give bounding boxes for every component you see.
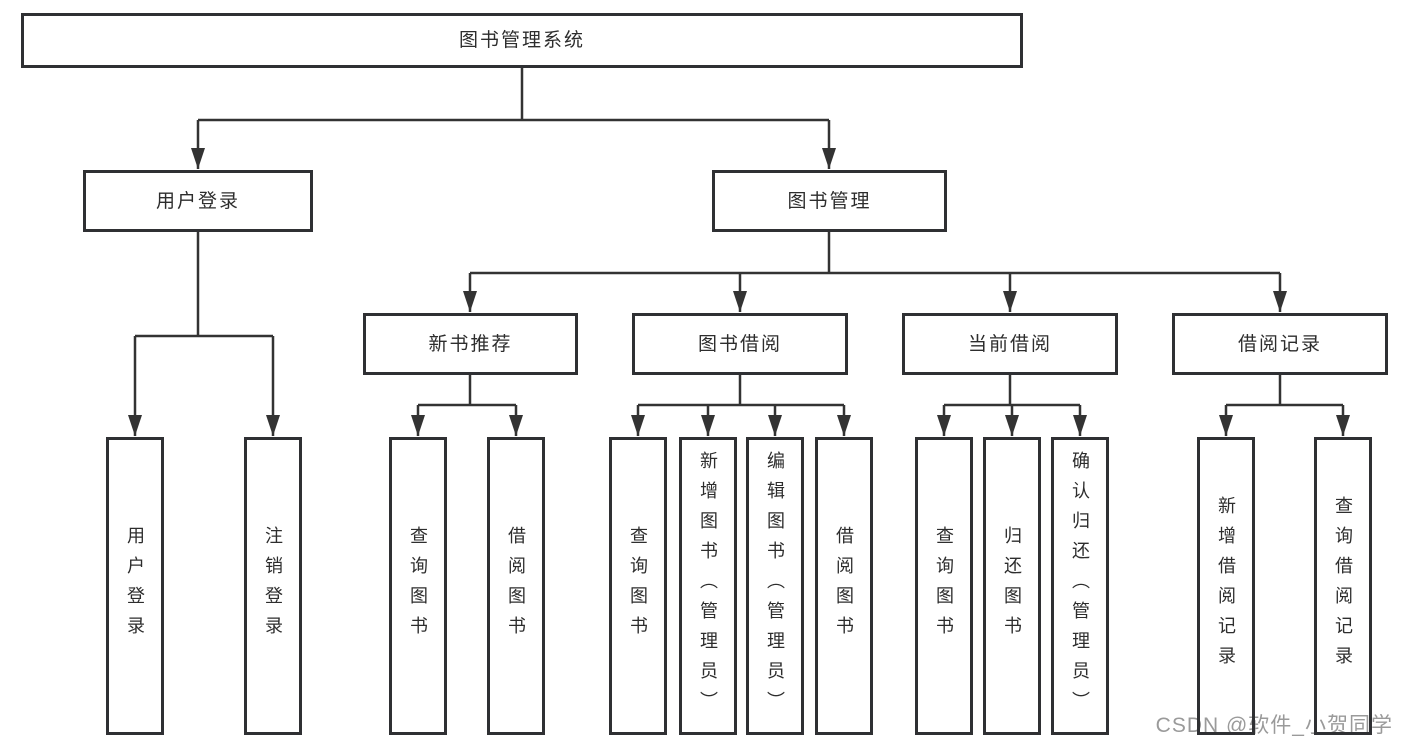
leaf-query-borrow-record-label: 查询借阅记录	[1333, 496, 1353, 676]
node-root-library-system: 图书管理系统	[21, 13, 1023, 68]
leaf-return-book-label: 归还图书	[1002, 526, 1022, 646]
leaf-confirm-return-admin: 确认归还（管理员）	[1051, 437, 1109, 735]
leaf-query-books-recommend: 查询图书	[389, 437, 447, 735]
leaf-borrow-books-recommend-label: 借阅图书	[506, 526, 526, 646]
leaf-logout: 注销登录	[244, 437, 302, 735]
node-user-login: 用户登录	[83, 170, 313, 232]
node-current-borrow: 当前借阅	[902, 313, 1118, 375]
leaf-query-books-borrow-label: 查询图书	[628, 526, 648, 646]
node-root-label: 图书管理系统	[458, 30, 585, 51]
node-borrow-records: 借阅记录	[1172, 313, 1388, 375]
node-user-login-label: 用户登录	[155, 190, 240, 212]
node-book-borrow-label: 图书借阅	[697, 333, 782, 355]
leaf-return-book: 归还图书	[983, 437, 1041, 735]
node-book-management-label: 图书管理	[787, 190, 872, 212]
leaf-add-book-admin: 新增图书（管理员）	[679, 437, 737, 735]
node-new-book-recommend-label: 新书推荐	[428, 333, 513, 355]
leaf-query-books-recommend-label: 查询图书	[408, 526, 428, 646]
leaf-edit-book-admin: 编辑图书（管理员）	[746, 437, 804, 735]
node-new-book-recommend: 新书推荐	[363, 313, 578, 375]
leaf-add-borrow-record-label: 新增借阅记录	[1216, 496, 1236, 676]
node-book-borrow: 图书借阅	[632, 313, 848, 375]
leaf-query-books-borrow: 查询图书	[609, 437, 667, 735]
leaf-query-books-current-label: 查询图书	[934, 526, 954, 646]
node-book-management: 图书管理	[712, 170, 947, 232]
leaf-user-login-label: 用户登录	[125, 526, 145, 646]
leaf-borrow-books-2: 借阅图书	[815, 437, 873, 735]
leaf-query-borrow-record: 查询借阅记录	[1314, 437, 1372, 735]
leaf-confirm-return-admin-label: 确认归还（管理员）	[1070, 451, 1090, 721]
leaf-borrow-books-2-label: 借阅图书	[834, 526, 854, 646]
leaf-borrow-books-recommend: 借阅图书	[487, 437, 545, 735]
leaf-query-books-current: 查询图书	[915, 437, 973, 735]
leaf-edit-book-admin-label: 编辑图书（管理员）	[765, 451, 785, 721]
csdn-watermark: CSDN @软件_小贺同学	[1155, 714, 1393, 737]
leaf-add-borrow-record: 新增借阅记录	[1197, 437, 1255, 735]
leaf-user-login: 用户登录	[106, 437, 164, 735]
leaf-add-book-admin-label: 新增图书（管理员）	[698, 451, 718, 721]
leaf-logout-label: 注销登录	[263, 526, 283, 646]
node-current-borrow-label: 当前借阅	[967, 333, 1052, 355]
node-borrow-records-label: 借阅记录	[1237, 333, 1322, 355]
